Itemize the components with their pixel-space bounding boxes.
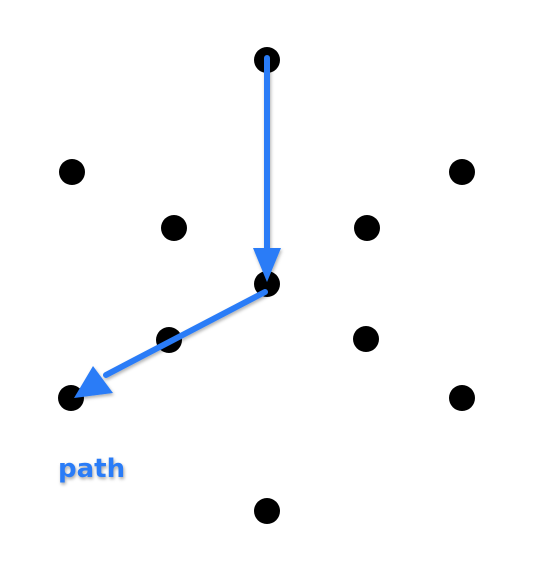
dot-inner-lower-right (353, 326, 379, 352)
arrow-2-shaft (103, 289, 268, 378)
dot-lower-left (58, 385, 84, 411)
dot-bottom (254, 498, 280, 524)
dot-upper-right (449, 159, 475, 185)
arrow-2-head (74, 366, 113, 398)
arrows-group (74, 55, 281, 398)
arrow-1-head (253, 248, 281, 282)
dot-upper-left (59, 159, 85, 185)
dot-center (254, 271, 280, 297)
path-label: path (58, 454, 126, 484)
dot-inner-upper-left (161, 215, 187, 241)
dot-lower-right (449, 385, 475, 411)
dot-inner-upper-right (354, 215, 380, 241)
